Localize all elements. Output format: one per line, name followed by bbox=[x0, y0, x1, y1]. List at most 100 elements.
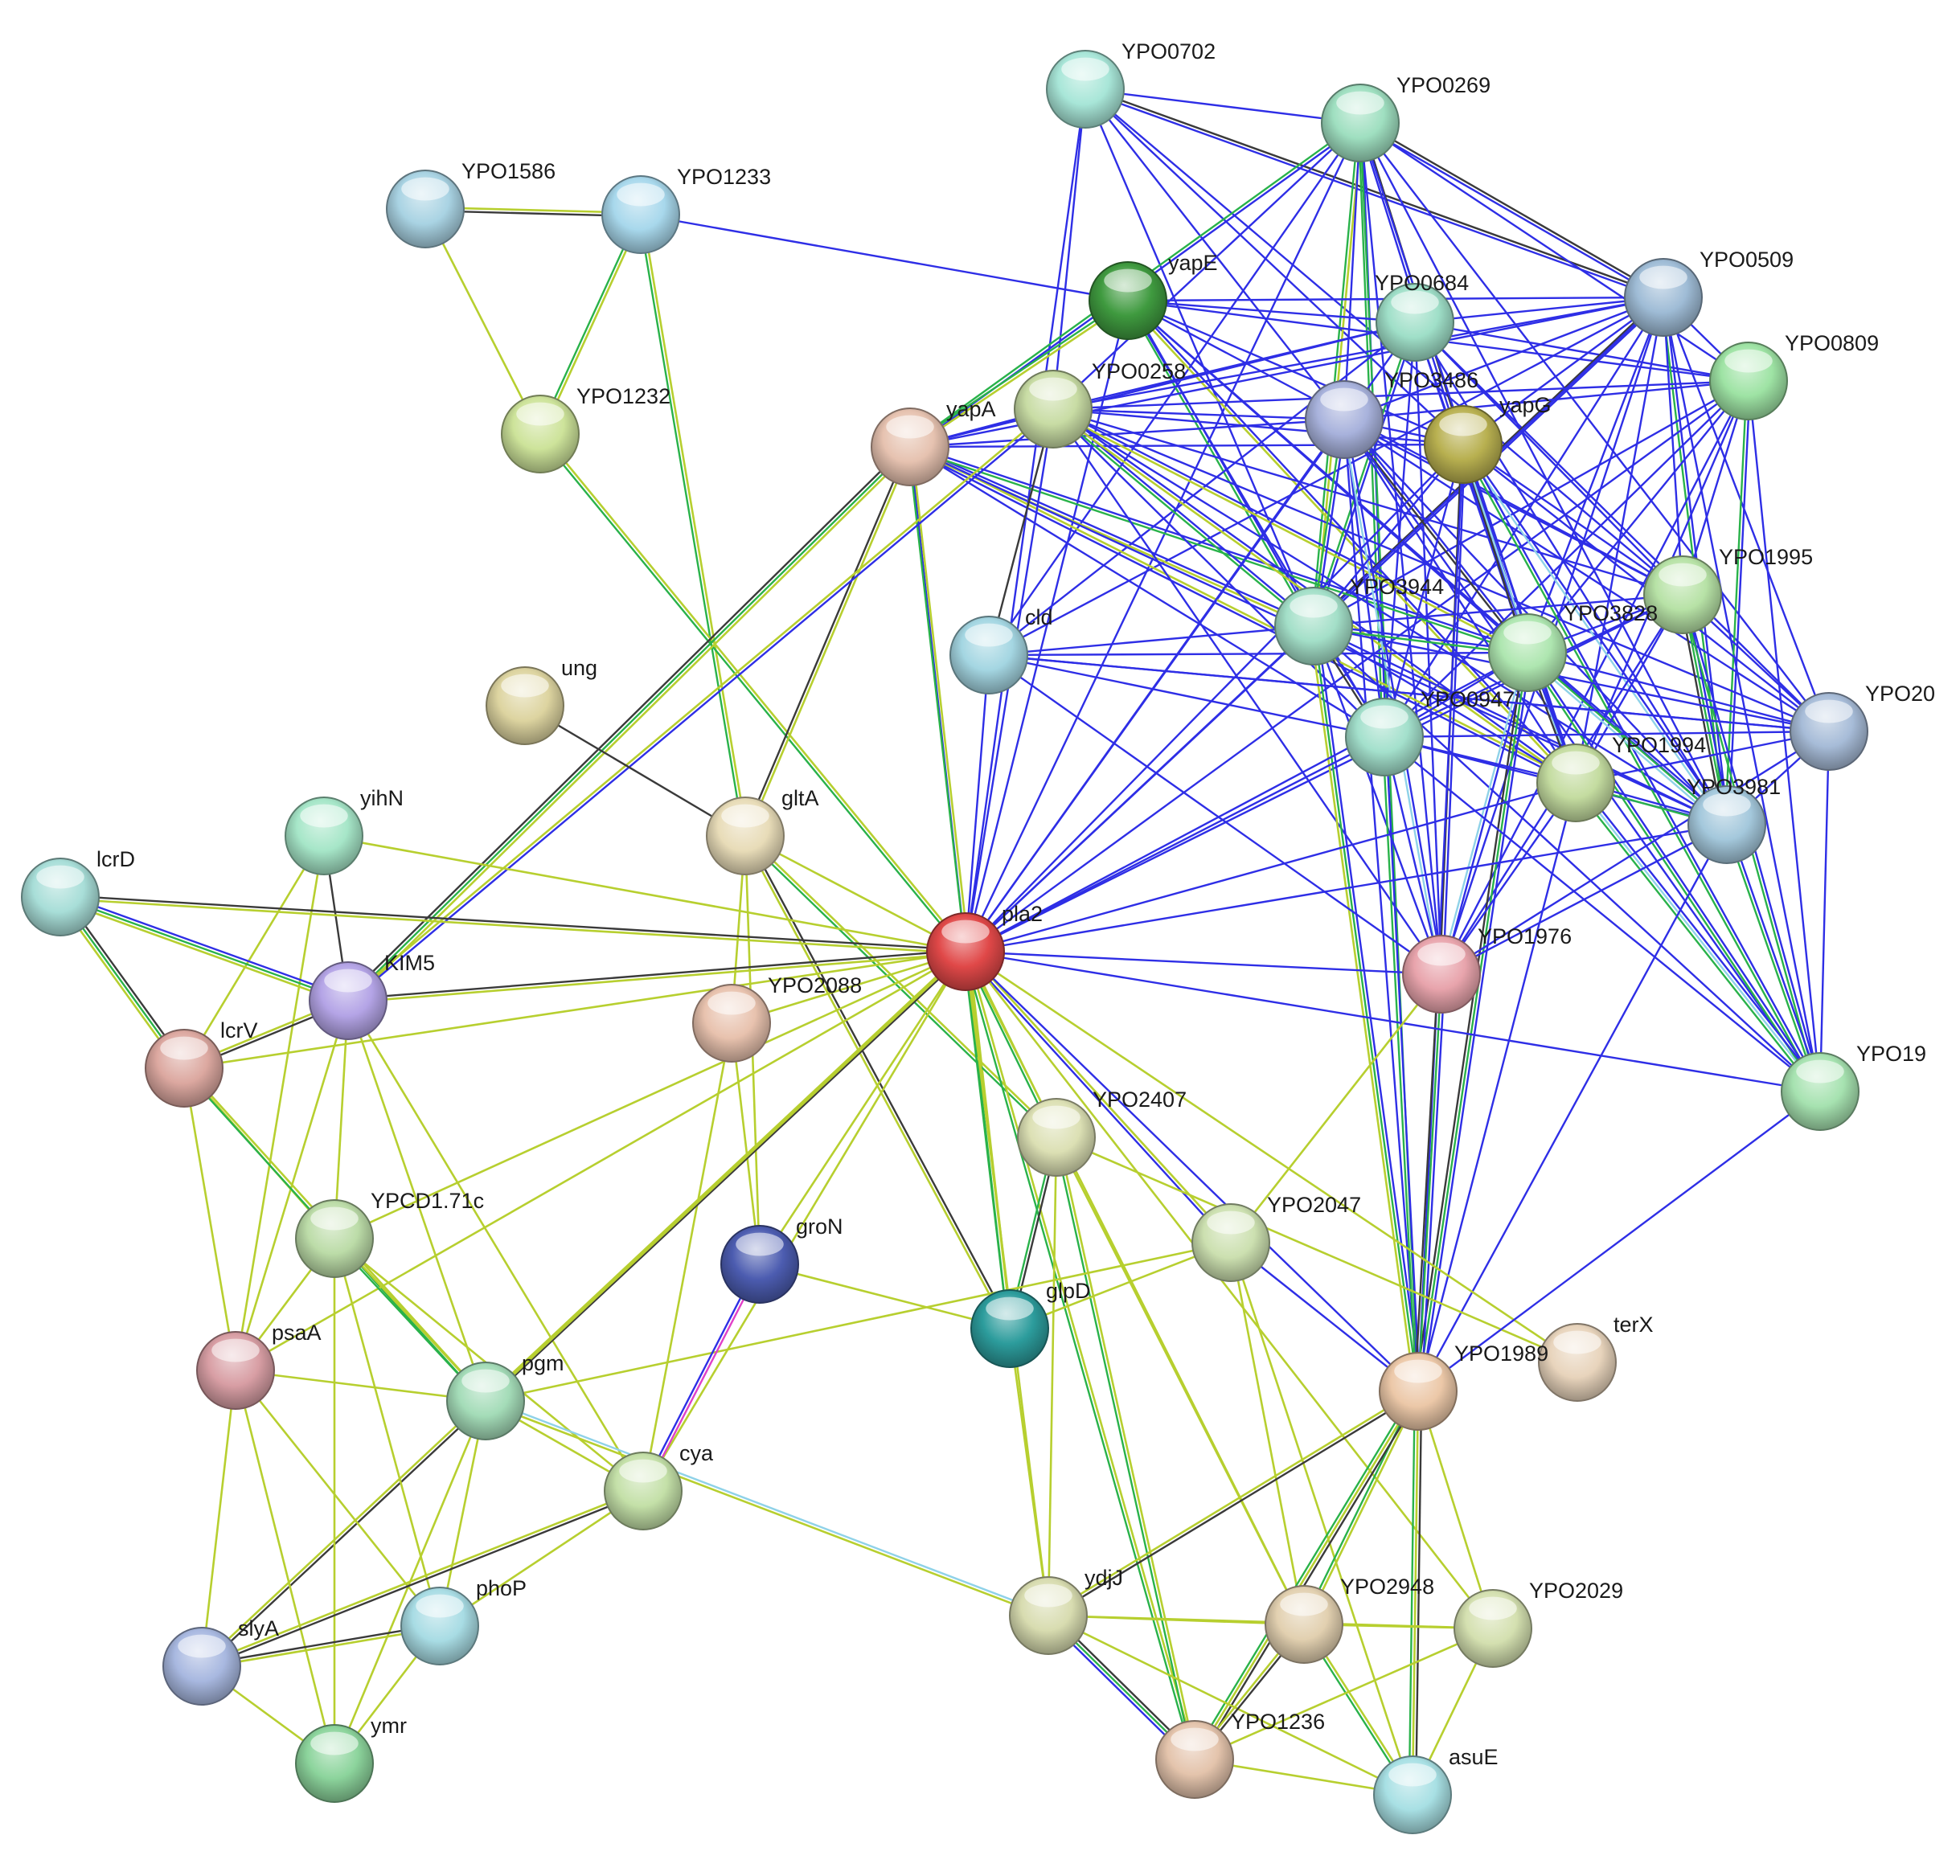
node-gltA[interactable]: gltA bbox=[706, 786, 819, 875]
node-YPO3828[interactable]: YPO3828 bbox=[1488, 601, 1658, 692]
edge-KIM5-YPCD1.71c-text bbox=[333, 1000, 350, 1239]
edge-lcrV-pla2-text bbox=[183, 950, 966, 1070]
node-highlight bbox=[1320, 387, 1368, 412]
edge-YPO0684-yapA-blue bbox=[909, 321, 1416, 449]
node-YPO3981[interactable]: YPO3981 bbox=[1687, 775, 1781, 864]
node-yihN[interactable]: yihN bbox=[285, 786, 404, 875]
node-glpD[interactable]: glpD bbox=[970, 1279, 1091, 1368]
node-YPO2088[interactable]: YPO2088 bbox=[692, 973, 862, 1063]
node-highlight bbox=[1659, 563, 1707, 587]
edge-YPO3486-YPO20-blue bbox=[1343, 418, 1830, 733]
node-highlight bbox=[501, 674, 549, 698]
node-label: YPO3944 bbox=[1350, 575, 1444, 599]
node-pla2[interactable]: pla2 bbox=[926, 902, 1043, 991]
edge-YPO0702-YPO0258-blue bbox=[1052, 88, 1087, 410]
node-label: YPO1989 bbox=[1454, 1341, 1548, 1366]
node-yapE[interactable]: yapE bbox=[1089, 251, 1218, 340]
edge-yapA-YPO1994-text bbox=[910, 444, 1577, 783]
node-phoP[interactable]: phoP bbox=[400, 1576, 527, 1665]
node-YPO3944[interactable]: YPO3944 bbox=[1274, 575, 1444, 666]
edge-YPO0509-YPO3828-blue bbox=[1526, 297, 1665, 653]
node-psaA[interactable]: psaA bbox=[196, 1321, 322, 1410]
edge-ydjJ-asuE-text bbox=[1048, 1614, 1413, 1796]
node-asuE[interactable]: asuE bbox=[1373, 1745, 1499, 1834]
node-YPO2948[interactable]: YPO2948 bbox=[1265, 1575, 1434, 1664]
edge-YPO0258-YPO3828-blue bbox=[1053, 407, 1529, 653]
node-YPO1995[interactable]: YPO1995 bbox=[1643, 545, 1813, 634]
node-YPO1994[interactable]: YPO1994 bbox=[1536, 733, 1706, 822]
node-label: ymr bbox=[371, 1714, 407, 1738]
edge-yapG-YPO1989-blue bbox=[1417, 444, 1465, 1392]
edge-pla2-YPCD1.71c-text bbox=[334, 950, 966, 1240]
node-YPO3486[interactable]: YPO3486 bbox=[1305, 368, 1478, 459]
edge-YPO0947-pla2-blue bbox=[965, 735, 1385, 953]
edge-YPO0258-YPO3944-db bbox=[1051, 409, 1314, 629]
node-highlight bbox=[1061, 57, 1109, 81]
edge-YPO3828-YPO19-db bbox=[1525, 653, 1820, 1093]
edge-YPO2047-asuE-text bbox=[1229, 1242, 1414, 1796]
edge-pla2-slyA-coexp bbox=[202, 952, 968, 1669]
node-YPO0684[interactable]: YPO0684 bbox=[1375, 271, 1469, 362]
node-KIM5[interactable]: KIM5 bbox=[309, 951, 435, 1040]
node-terX[interactable]: terX bbox=[1538, 1313, 1654, 1402]
node-YPCD1.71c[interactable]: YPCD1.71c bbox=[295, 1189, 484, 1278]
node-ydjJ[interactable]: ydjJ bbox=[1009, 1566, 1123, 1655]
edge-yapG-YPO1995-blue bbox=[1462, 444, 1683, 596]
node-YPO1976[interactable]: YPO1976 bbox=[1402, 924, 1572, 1014]
edge-YPO1976-YPO1989-db bbox=[1417, 973, 1443, 1392]
node-YPO20[interactable]: YPO20 bbox=[1790, 682, 1935, 771]
node-YPO2029[interactable]: YPO2029 bbox=[1454, 1579, 1623, 1668]
edge-YPO1233-YPO1232-db bbox=[537, 213, 641, 434]
node-highlight bbox=[1394, 1359, 1442, 1383]
node-lcrD[interactable]: lcrD bbox=[21, 847, 135, 936]
edge-psaA-ymr-text bbox=[234, 1370, 336, 1764]
node-YPO1232[interactable]: YPO1232 bbox=[501, 384, 670, 473]
node-groN[interactable]: groN bbox=[720, 1214, 843, 1304]
node-highlight bbox=[1024, 1583, 1072, 1608]
edge-pla2-YPO1989-blue bbox=[965, 951, 1419, 1392]
edge-psaA-slyA-text bbox=[200, 1370, 237, 1667]
node-yapG[interactable]: yapG bbox=[1424, 393, 1552, 484]
node-YPO1586[interactable]: YPO1586 bbox=[386, 159, 556, 248]
node-slyA[interactable]: slyA bbox=[162, 1616, 279, 1706]
node-cya[interactable]: cya bbox=[604, 1441, 714, 1530]
edge-YPO0947-YPO1989-db bbox=[1381, 737, 1418, 1392]
node-label: YPO2948 bbox=[1340, 1575, 1434, 1599]
node-YPO1236[interactable]: YPO1236 bbox=[1155, 1710, 1325, 1799]
node-YPO2407[interactable]: YPO2407 bbox=[1017, 1088, 1187, 1177]
edge-ung-gltA-coexp bbox=[524, 704, 746, 838]
edge-KIM5-pla2-coexp bbox=[347, 948, 966, 1001]
node-ung[interactable]: ung bbox=[486, 656, 597, 745]
node-YPO0509[interactable]: YPO0509 bbox=[1624, 248, 1794, 337]
node-pgm[interactable]: pgm bbox=[446, 1351, 564, 1440]
node-highlight bbox=[1417, 942, 1466, 966]
node-YPO2047[interactable]: YPO2047 bbox=[1191, 1193, 1361, 1282]
node-YPO0269[interactable]: YPO0269 bbox=[1321, 73, 1491, 162]
node-YPO0258[interactable]: YPO0258 bbox=[1014, 359, 1186, 449]
node-YPO0809[interactable]: YPO0809 bbox=[1709, 331, 1879, 420]
edge-yapA-YPO0947-blue bbox=[909, 445, 1385, 739]
node-yapA[interactable]: yapA bbox=[871, 397, 996, 486]
node-ymr[interactable]: ymr bbox=[295, 1714, 407, 1803]
edge-YPO0258-YPO0947-blue bbox=[1052, 408, 1385, 738]
edge-YPO3944-pla2-blue bbox=[965, 625, 1314, 952]
edge-pla2-cya-text bbox=[642, 951, 967, 1492]
edge-YPO1232-pla2-text bbox=[540, 432, 968, 952]
edge-YPO3828-YPO20-blue bbox=[1527, 651, 1830, 733]
node-cld[interactable]: cld bbox=[949, 605, 1053, 694]
node-YPO0947[interactable]: YPO0947 bbox=[1345, 687, 1515, 776]
node-highlight bbox=[160, 1036, 208, 1060]
node-label: groN bbox=[796, 1214, 843, 1239]
node-YPO19[interactable]: YPO19 bbox=[1781, 1042, 1926, 1131]
node-YPO0702[interactable]: YPO0702 bbox=[1046, 39, 1216, 129]
edge-groN-cya-pink bbox=[643, 1264, 762, 1493]
node-lcrV[interactable]: lcrV bbox=[145, 1018, 258, 1108]
node-YPO1989[interactable]: YPO1989 bbox=[1379, 1341, 1548, 1431]
edge-YPO0947-YPO1989-blue bbox=[1384, 736, 1421, 1391]
node-YPO1233[interactable]: YPO1233 bbox=[601, 165, 771, 254]
node-label: asuE bbox=[1449, 1745, 1499, 1769]
node-label: KIM5 bbox=[384, 951, 435, 975]
edge-YPO0269-YPO0809-blue bbox=[1359, 122, 1749, 382]
